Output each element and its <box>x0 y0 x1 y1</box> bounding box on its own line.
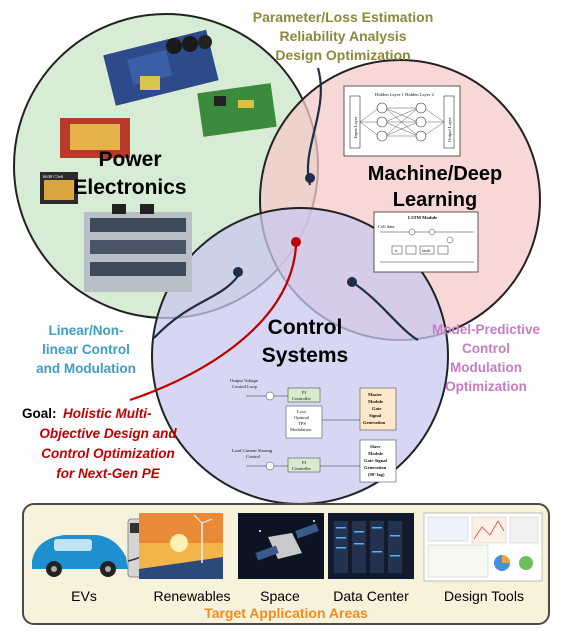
renewables-image <box>139 513 223 579</box>
ctrl-master-3: Gate <box>372 406 381 411</box>
callout-goal: Goal: Holistic Multi- Objective Design a… <box>22 406 177 481</box>
callout-left: Linear/Non- linear Control and Modulatio… <box>36 323 136 376</box>
ctrl-pi1-controller: Controller <box>292 396 311 401</box>
ctrl-slave-1: Slave <box>370 444 380 449</box>
pe-title-line2: Electronics <box>73 176 186 199</box>
ctrl-slave-4: Generation <box>364 465 387 470</box>
ctrl-slave-5: (90° lag) <box>368 472 385 477</box>
space-image <box>238 513 324 579</box>
nn-output-layer-label: Output Layer <box>447 117 452 142</box>
lstm-diagram: LSTM Module Cell data σ tanh <box>373 211 479 273</box>
pe-title-line1: Power <box>98 148 161 171</box>
goal-line1: Holistic Multi- <box>63 406 152 421</box>
planar-transformer-image: 6638 C3e6 <box>40 172 78 204</box>
svg-text:6638 C3e6: 6638 C3e6 <box>43 174 64 179</box>
callout-top-line2: Reliability Analysis <box>279 28 406 44</box>
data-center-image <box>328 513 414 579</box>
ctrl-loss-4: Modulation <box>290 427 312 432</box>
lstm-cell-label: Cell data <box>378 224 394 229</box>
ctrl-master-5: Generation <box>363 420 386 425</box>
nn-hidden1-label: Hidden Layer 1 <box>375 92 405 97</box>
callout-right-line1: Model-Predictive <box>432 322 541 337</box>
app-label-renewables: Renewables <box>153 588 230 604</box>
goal-label: Goal: <box>22 406 57 421</box>
ctrl-slave-3: Gate Signal <box>364 458 388 463</box>
ctrl-master-1: Master <box>368 392 382 397</box>
ctrl-loss-3: TPS <box>298 421 306 426</box>
callout-left-line1: Linear/Non- <box>48 323 123 338</box>
ev-car-icon <box>32 535 128 577</box>
goal-line2: Objective Design and <box>39 426 177 441</box>
app-label-evs: EVs <box>71 588 97 604</box>
ctrl-slave-2: Module <box>368 451 383 456</box>
ctrl-output-loop-2: Control Loop <box>232 384 258 389</box>
cs-title-line1: Control <box>268 316 343 339</box>
connector-top <box>306 67 322 186</box>
lstm-tanh-label: tanh <box>422 248 431 253</box>
pcb-board-image <box>103 29 219 106</box>
application-areas-panel: EVs Renewables Space Data Center Design … <box>22 503 550 625</box>
goal-line4: for Next-Gen PE <box>56 466 161 481</box>
ctrl-share-1: Load Current Sharing <box>232 448 273 453</box>
goal-line3: Control Optimization <box>41 446 174 461</box>
app-label-data-center: Data Center <box>333 588 409 604</box>
callout-top-line1: Parameter/Loss Estimation <box>253 9 434 25</box>
ctrl-master-4: Signal <box>369 413 382 418</box>
application-areas-graphic: EVs Renewables Space Data Center Design … <box>32 512 543 621</box>
callout-left-line2: linear Control <box>42 342 130 357</box>
ctrl-share-2: Control <box>246 454 261 459</box>
callout-right-line2: Control <box>462 341 510 356</box>
ctrl-loss-1: Loss <box>297 409 306 414</box>
ml-title-line1: Machine/Deep <box>368 163 502 185</box>
callout-right: Model-Predictive Control Modulation Opti… <box>432 322 541 394</box>
ctrl-pi1-label: PI <box>302 390 307 395</box>
transformer-image <box>60 118 130 158</box>
target-application-areas-title: Target Application Areas <box>204 605 368 621</box>
lstm-sigmoid-label: σ <box>395 248 398 253</box>
lstm-title: LSTM Module <box>408 215 437 220</box>
ctrl-output-loop-1: Output Voltage <box>230 378 258 383</box>
ctrl-pi2-label: PI <box>302 460 307 465</box>
connector-right <box>351 281 419 341</box>
control-block-diagram: Output Voltage Control Loop PI Controlle… <box>230 378 397 483</box>
green-pcb-image <box>197 83 277 137</box>
connector-left <box>153 275 239 339</box>
design-tools-image <box>423 512 543 582</box>
ctrl-loss-2: Optimal <box>294 415 310 420</box>
app-label-design-tools: Design Tools <box>444 588 524 604</box>
ctrl-master-2: Module <box>368 399 383 404</box>
connector-goal <box>129 245 298 402</box>
ml-title-line2: Learning <box>393 189 477 211</box>
callout-left-line3: and Modulation <box>36 361 136 376</box>
cs-title-line2: Systems <box>262 344 348 367</box>
nn-input-layer-label: Input Layer <box>353 116 358 138</box>
nn-hidden2-label: Hidden Layer 2 <box>405 92 435 97</box>
callout-top: Parameter/Loss Estimation Reliability An… <box>253 9 434 63</box>
callout-top-line3: Design Optimization <box>275 47 410 63</box>
callout-right-line4: Optimization <box>445 379 527 394</box>
converter-stack-image <box>84 204 192 292</box>
app-label-space: Space <box>260 588 300 604</box>
neural-network-diagram: Input Layer Output Layer Hidden Layer 1 … <box>343 85 461 157</box>
ctrl-pi2-controller: Controller <box>292 466 311 471</box>
callout-right-line3: Modulation <box>450 360 522 375</box>
